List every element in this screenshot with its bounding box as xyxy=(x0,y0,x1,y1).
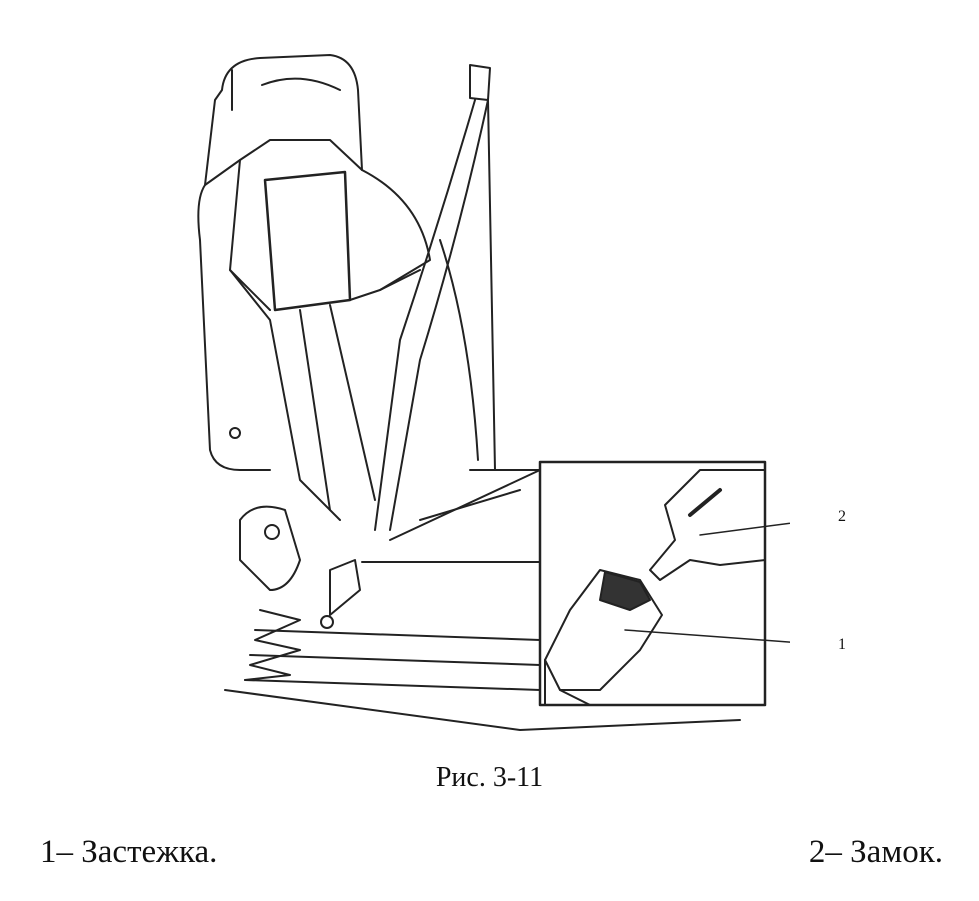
callout-1: 1 xyxy=(838,636,846,653)
legend-item-lock: 2– Замок. xyxy=(808,834,943,870)
callout-2: 2 xyxy=(838,508,846,525)
figure-caption: Рис. 3-11 xyxy=(435,762,544,793)
legend-item-buckle-tongue: 1– Застежка. xyxy=(40,834,218,870)
seat-belt-illustration xyxy=(197,54,790,731)
